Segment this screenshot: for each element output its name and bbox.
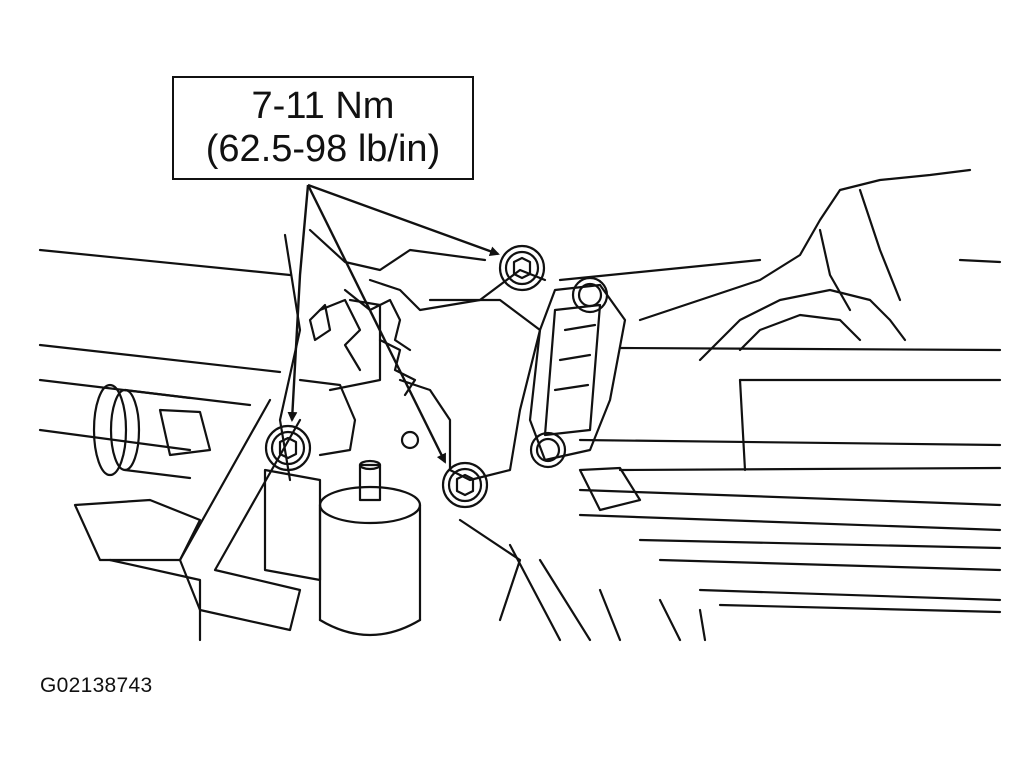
- clamp-bolt-top: [571, 276, 609, 314]
- central-housing: [278, 228, 547, 482]
- clamp-bolt-bottom: [529, 431, 567, 469]
- callout-leaders: [287, 183, 500, 464]
- small-hole: [400, 430, 420, 450]
- figure-id: G02138743: [40, 674, 153, 697]
- lower-bracket-box: [263, 468, 322, 582]
- tie-rod-bracket: [178, 398, 302, 632]
- torque-imperial-label: (62.5-98 lb/in): [205, 128, 441, 170]
- lower-ribs: [458, 488, 1002, 642]
- upper-bracket: [638, 168, 972, 362]
- bolt-lower: [441, 461, 489, 509]
- upper-tube: [558, 258, 1002, 472]
- bolt-upper: [498, 244, 546, 292]
- tube-clamp: [528, 283, 642, 512]
- torque-metric-label: 7-11 Nm: [251, 85, 395, 128]
- torque-callout: 7-11 Nm (62.5-98 lb/in): [172, 76, 474, 180]
- bottom-cylinder: [318, 459, 422, 636]
- rack-shaft-end: [73, 383, 212, 642]
- bolt-left: [264, 424, 312, 472]
